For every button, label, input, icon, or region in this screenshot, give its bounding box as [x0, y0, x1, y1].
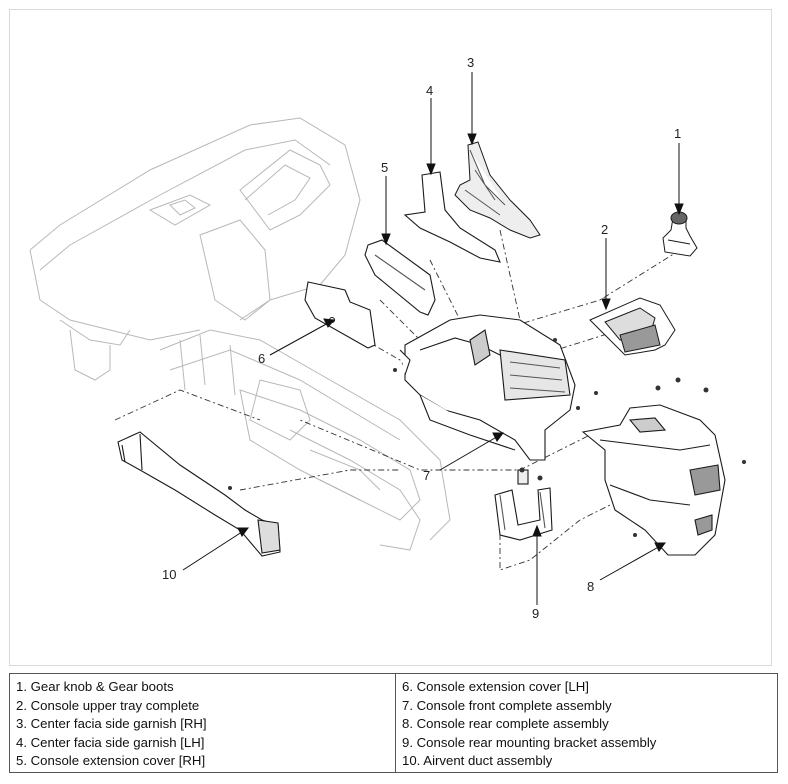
- legend-item-2: 2. Console upper tray complete: [16, 697, 200, 713]
- legend-item-9: 9. Console rear mounting bracket assembl…: [402, 734, 657, 750]
- legend-item-10: 10. Airvent duct assembly: [402, 753, 553, 768]
- callout-8: 8: [587, 579, 594, 594]
- part-garnish-rh: [454, 141, 541, 239]
- part-upper-tray: [589, 297, 676, 356]
- callout-7: 7: [423, 468, 430, 483]
- legend-item-6: 6. Console extension cover [LH]: [402, 679, 589, 694]
- callout-leaders: [182, 72, 684, 605]
- part-rear-bracket: [494, 469, 553, 541]
- dashboard-ghost: [29, 117, 451, 551]
- legend-item-8: 8. Console rear complete assembly: [402, 716, 609, 731]
- callout-5: 5: [381, 160, 388, 175]
- callout-2: 2: [601, 222, 608, 237]
- callout-6: 6: [258, 351, 265, 366]
- part-gear-knob: [662, 211, 698, 257]
- part-airvent-duct: [117, 431, 281, 557]
- legend-item-5: 5. Console extension cover [RH]: [16, 753, 206, 768]
- part-ext-cover-lh: [304, 281, 376, 349]
- part-console-rear: [581, 404, 726, 556]
- callout-9: 9: [532, 606, 539, 621]
- exploded-diagram: 1 2 3 4 5 6 7 8 9 10: [29, 55, 746, 621]
- part-ext-cover-rh: [364, 239, 436, 316]
- legend-item-3: 3. Center facia side garnish [RH]: [16, 716, 207, 731]
- parts-legend-table: 1. Gear knob & Gear boots 2. Console upp…: [9, 673, 778, 773]
- callout-10: 10: [162, 567, 176, 582]
- legend-left-column: 1. Gear knob & Gear boots 2. Console upp…: [10, 674, 395, 772]
- fasteners: [228, 338, 746, 537]
- legend-item-1: 1. Gear knob & Gear boots: [16, 679, 174, 694]
- callout-1: 1: [674, 126, 681, 141]
- part-console-front: [399, 314, 576, 461]
- legend-item-7: 7. Console front complete assembly: [402, 697, 612, 713]
- legend-right-column: 6. Console extension cover [LH] 7. Conso…: [395, 674, 777, 772]
- callout-4: 4: [426, 83, 433, 98]
- legend-item-4: 4. Center facia side garnish [LH]: [16, 734, 205, 750]
- callout-3: 3: [467, 55, 474, 70]
- part-garnish-lh: [403, 171, 501, 263]
